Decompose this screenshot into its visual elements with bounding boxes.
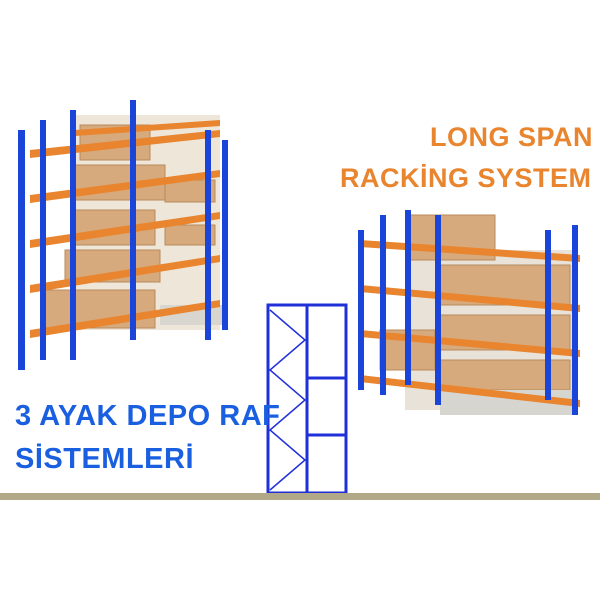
upright-frame xyxy=(266,303,348,495)
left-rack xyxy=(18,100,228,370)
headline-tr-line1: 3 AYAK DEPO RAF xyxy=(15,400,281,432)
headline-tr-line2: SİSTEMLERİ xyxy=(15,443,195,475)
headline-en-line1: LONG SPAN xyxy=(430,122,594,152)
floor-band xyxy=(0,493,600,500)
headline-en-line2: RACKİNG SYSTEM xyxy=(340,163,592,193)
right-rack xyxy=(358,210,580,415)
